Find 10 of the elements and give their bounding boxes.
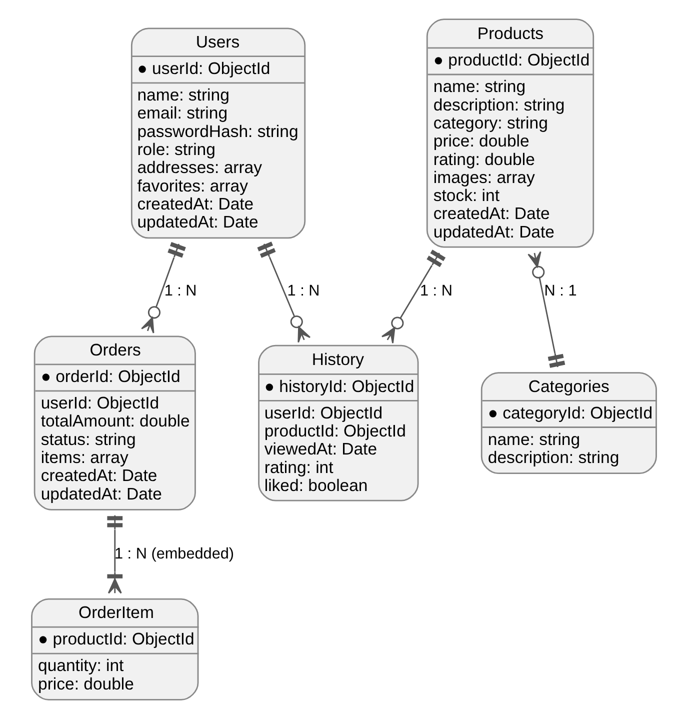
connector <box>140 242 186 334</box>
connector <box>528 251 566 368</box>
connector <box>107 515 123 594</box>
edge-label: 1 : N <box>420 282 452 300</box>
edge-label: 1 : N <box>164 282 197 300</box>
edge-label: 1 : N (embedded) <box>114 545 234 562</box>
edge-label: N : 1 <box>544 282 577 300</box>
connector <box>381 250 446 344</box>
edge-label: 1 : N <box>287 282 320 300</box>
connector <box>257 242 311 343</box>
